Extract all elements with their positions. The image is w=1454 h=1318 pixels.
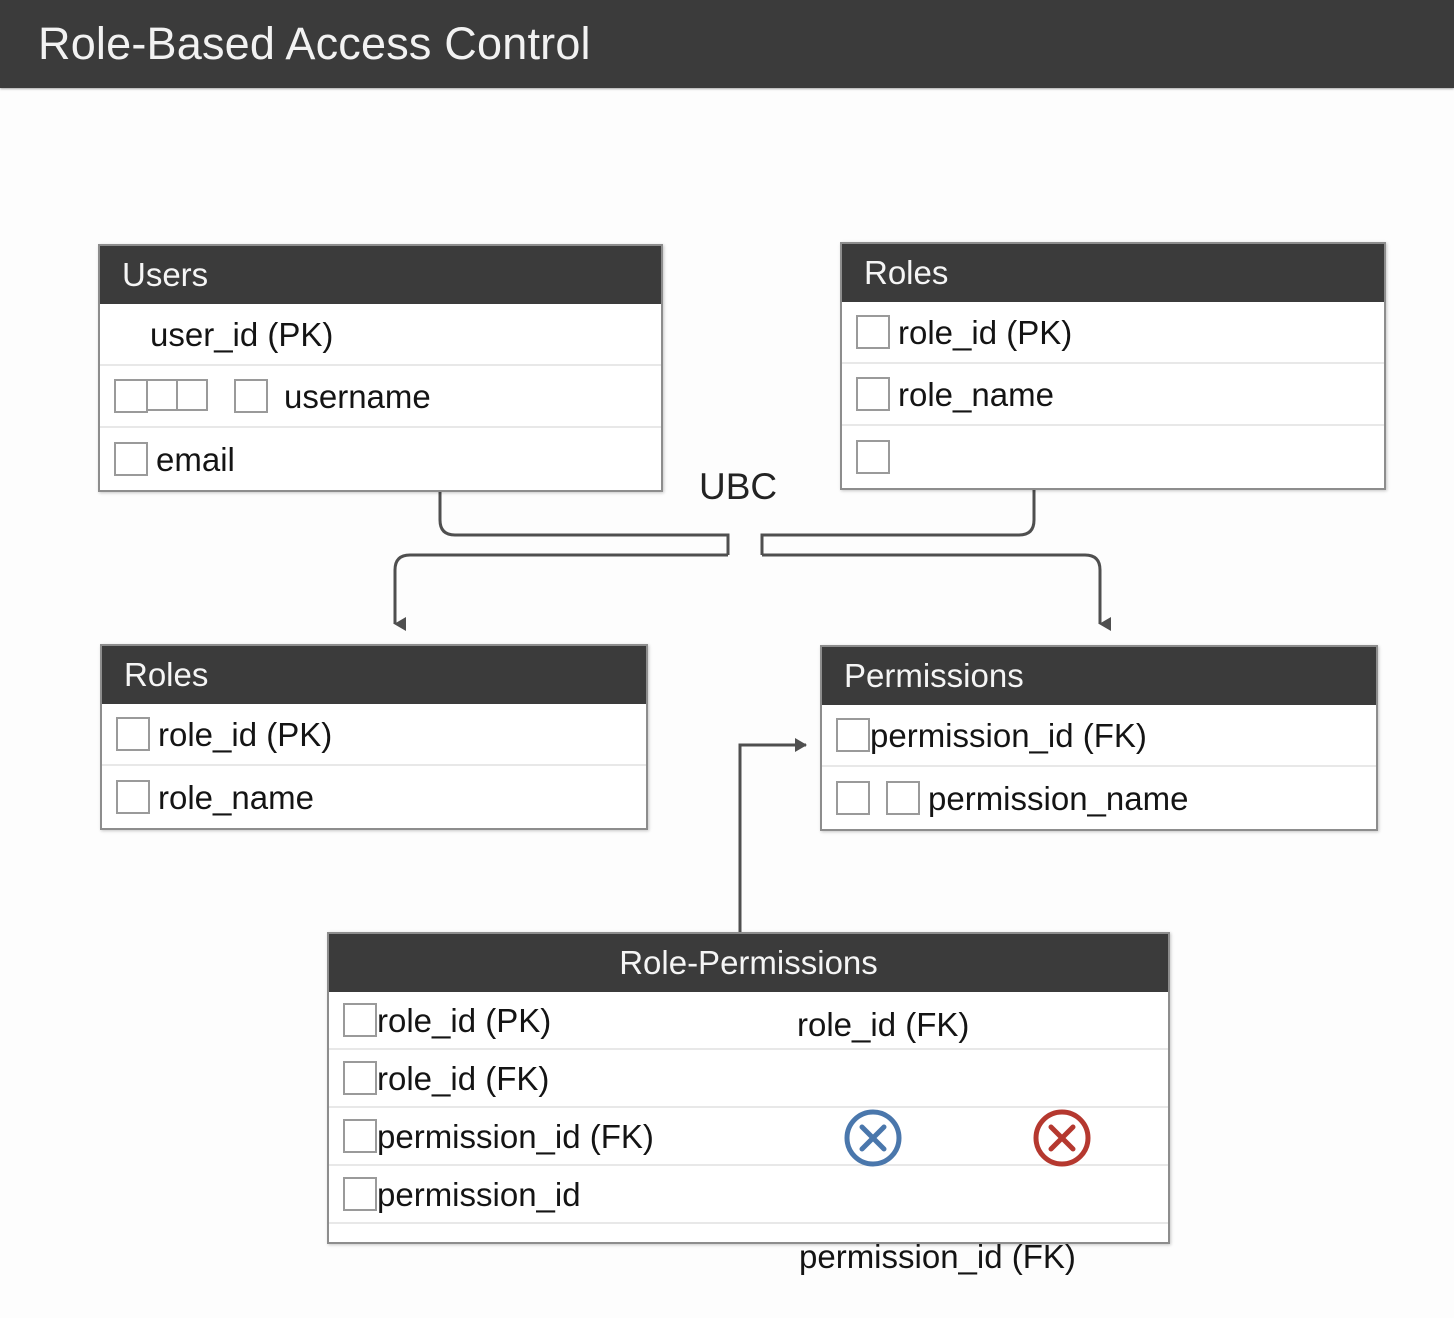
- field-row-permission-id-fk[interactable]: permission_id (FK): [329, 1108, 1168, 1166]
- field-row-user-id[interactable]: user_id (PK): [100, 304, 661, 366]
- entity-permissions-rows: permission_id (FK) permission_name: [822, 705, 1376, 829]
- field-label-permission-id-fk: permission_id (FK): [377, 1117, 654, 1155]
- checkbox-icon[interactable]: [856, 315, 890, 349]
- field-label-role-id: role_id (PK): [158, 715, 333, 753]
- field-row-permission-name[interactable]: permission_name: [822, 767, 1376, 829]
- field-row-role-name[interactable]: role_name: [842, 364, 1384, 426]
- entity-roles-bottom[interactable]: Roles role_id (PK) role_name: [100, 644, 648, 830]
- checkbox-icon[interactable]: [343, 1119, 377, 1153]
- entity-roles-bottom-rows: role_id (PK) role_name: [102, 704, 646, 828]
- entity-users[interactable]: Users user_id (PK) username email: [98, 244, 663, 492]
- checkbox-icon[interactable]: [116, 717, 150, 751]
- checkbox-icon[interactable]: [343, 1003, 377, 1037]
- connector-junction-to-roles-bottom: [393, 553, 728, 631]
- checkbox-icon[interactable]: [114, 442, 148, 476]
- checkbox-icon[interactable]: [176, 379, 208, 411]
- entity-roles-top-rows: role_id (PK) role_name: [842, 302, 1384, 488]
- checkbox-icon[interactable]: [234, 379, 268, 413]
- field-row-role-id-pk[interactable]: role_id (PK): [329, 992, 1168, 1050]
- field-label-username: username: [284, 377, 431, 415]
- connector-junction-to-permissions: [762, 553, 1111, 631]
- entity-permissions[interactable]: Permissions permission_id (FK) permissio…: [820, 645, 1378, 831]
- field-row-trailing: [329, 1224, 1168, 1242]
- entity-permissions-title: Permissions: [822, 647, 1376, 705]
- field-label-role-name: role_name: [898, 375, 1054, 413]
- title-bar: Role-Based Access Control: [0, 0, 1454, 88]
- checkbox-icon[interactable]: [343, 1061, 377, 1095]
- field-row-username[interactable]: username: [100, 366, 661, 428]
- checkbox-icon[interactable]: [116, 780, 150, 814]
- checkbox-icon[interactable]: [146, 379, 178, 411]
- field-row-email[interactable]: email: [100, 428, 661, 490]
- connector-rolepermissions-to-permissions: [738, 738, 807, 932]
- field-label-email: email: [156, 440, 235, 478]
- field-label-role-id-fk: role_id (FK): [377, 1059, 550, 1097]
- connector-roles-to-junction: [760, 481, 1036, 555]
- checkbox-icon[interactable]: [836, 781, 870, 815]
- entity-users-rows: user_id (PK) username email: [100, 304, 661, 490]
- field-label-permission-id: permission_id: [377, 1175, 581, 1213]
- field-row-role-name[interactable]: role_name: [102, 766, 646, 828]
- checkbox-icon[interactable]: [114, 379, 148, 413]
- checkbox-icon[interactable]: [886, 781, 920, 815]
- field-row-permission-id[interactable]: permission_id (FK): [822, 705, 1376, 767]
- entity-role-permissions-title: Role-Permissions: [329, 934, 1168, 992]
- field-label-permission-name: permission_name: [928, 779, 1189, 817]
- checkbox-group-username[interactable]: [114, 379, 208, 413]
- field-row-role-id-fk[interactable]: role_id (FK): [329, 1050, 1168, 1108]
- entity-roles-bottom-title: Roles: [102, 646, 646, 704]
- entity-role-permissions[interactable]: Role-Permissions role_id (PK) role_id (F…: [327, 932, 1170, 1275]
- page-title: Role-Based Access Control: [38, 18, 591, 69]
- connector-users-to-junction: [438, 489, 730, 555]
- checkbox-icon[interactable]: [343, 1177, 377, 1211]
- entity-roles-top-title: Roles: [842, 244, 1384, 302]
- field-row-permission-id[interactable]: permission_id: [329, 1166, 1168, 1224]
- entity-users-title: Users: [100, 246, 661, 304]
- checkbox-icon[interactable]: [836, 718, 870, 752]
- entity-roles-top[interactable]: Roles role_id (PK) role_name: [840, 242, 1386, 490]
- field-label-user-id: user_id (PK): [150, 315, 334, 353]
- field-label-role-id: role_id (PK): [898, 313, 1073, 351]
- connector-label-ubc: UBC: [699, 466, 778, 507]
- checkbox-icon[interactable]: [856, 377, 890, 411]
- field-label-role-name: role_name: [158, 778, 314, 816]
- field-row-role-id[interactable]: role_id (PK): [102, 704, 646, 766]
- entity-role-permissions-rows: role_id (PK) role_id (FK) permission_id …: [329, 992, 1168, 1275]
- checkbox-icon[interactable]: [856, 440, 890, 474]
- annotation-permission-id-fk: permission_id (FK): [799, 1238, 1076, 1275]
- field-label-permission-id: permission_id (FK): [870, 716, 1147, 754]
- field-label-role-id-pk: role_id (PK): [377, 1001, 552, 1039]
- field-row-role-id[interactable]: role_id (PK): [842, 302, 1384, 364]
- field-row-empty[interactable]: [842, 426, 1384, 488]
